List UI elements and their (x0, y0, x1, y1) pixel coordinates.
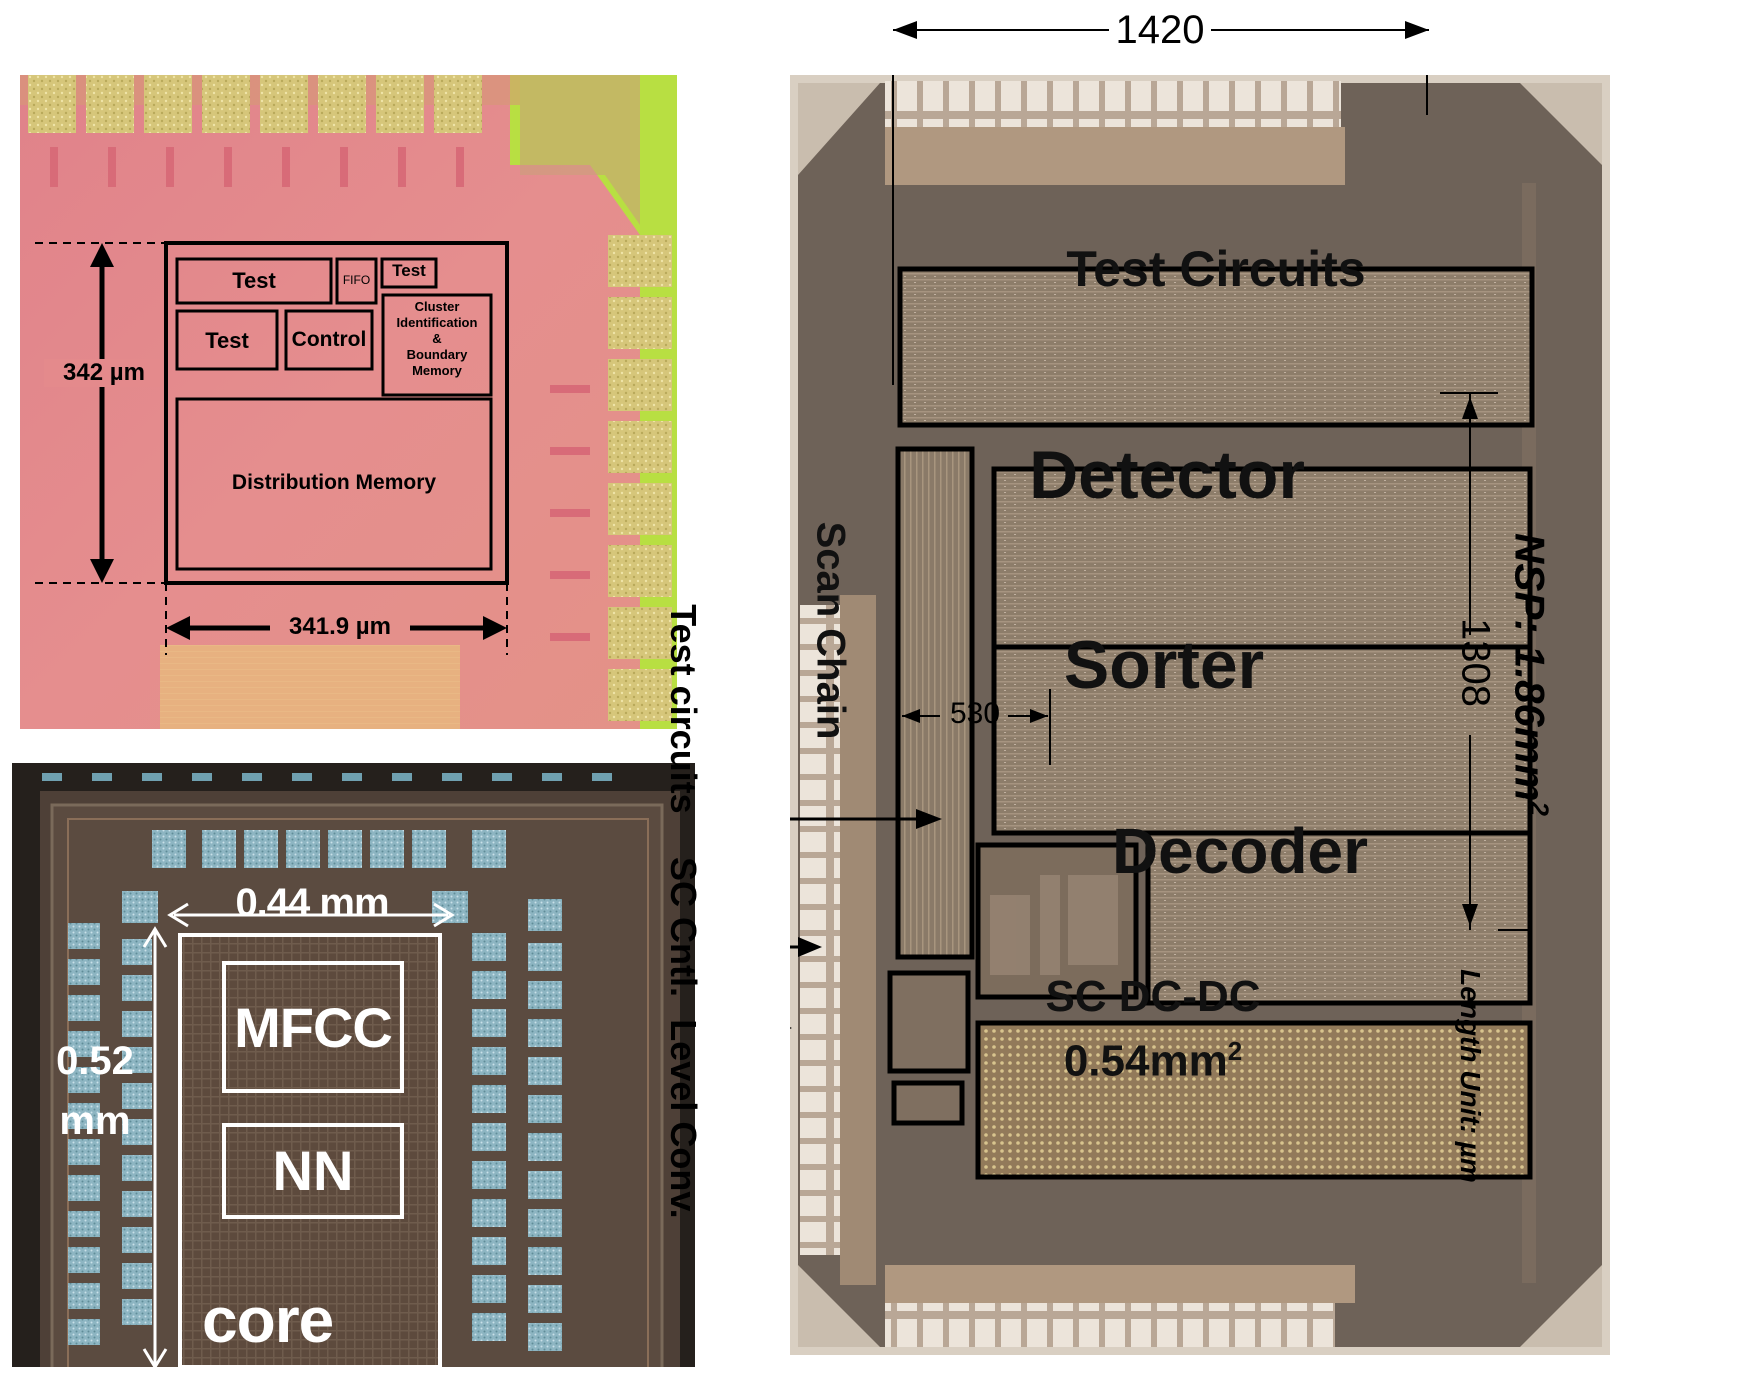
panel-a-test-block-2 (380, 257, 438, 289)
panel-c-width-dim-svg (893, 21, 1429, 39)
panel-a-test-label-3: Test (205, 328, 249, 353)
panel-c-detector-label: Detector (1029, 437, 1305, 513)
panel-b-height-value: 0.52 (56, 1039, 134, 1083)
panel-c-sc-dcdc-area: 0.54mm2 (978, 1036, 1328, 1087)
panel-c-sorter-label: Sorter (1063, 627, 1265, 703)
panel-c-side-label-level-conv: Level Conv. (663, 1019, 704, 1219)
panel-c-sc-dcdc-block (975, 1020, 1533, 1180)
panel-c-test-circuits-label: Test Circuits (1066, 241, 1366, 297)
panel-c-length-unit: Length Unit: µm (1455, 969, 1486, 1183)
panel-a-test-block-1 (175, 257, 333, 305)
panel-a-fifo-block (335, 257, 378, 305)
panel-a-die-photo (20, 75, 677, 729)
panel-c-height-dimension: 1308 (1453, 618, 1498, 707)
panel-a-top-pads (28, 75, 482, 133)
cluster-line-4: Boundary (406, 347, 468, 362)
panel-c-scan-chain-block (895, 446, 975, 960)
panel-c-decoder-block (1145, 830, 1533, 1006)
panel-c-die-photo (663, 0, 1620, 1355)
panel-c-side-label-test-circuits: Test circuits (663, 604, 704, 814)
panel-a-width-dimension: 341.9 µm (289, 613, 391, 640)
panel-c-left-pads (800, 605, 840, 1255)
panel-b-left-pads (68, 923, 152, 1345)
panel-b-nn-box (222, 1123, 404, 1219)
panel-a-test-block-3 (175, 309, 279, 371)
panel-a-cluster-block (381, 293, 493, 397)
cluster-line-2: Identification (396, 315, 478, 330)
panel-a-outer-box (164, 241, 509, 585)
cluster-line-3: & (432, 331, 442, 346)
panel-a-control-label: Control (291, 328, 367, 351)
panel-c-test-circuits-block (897, 266, 1535, 428)
panel-c-sc-dcdc-area-value: 0.54mm (1063, 1036, 1228, 1086)
cluster-line-1: Cluster (414, 299, 460, 314)
panel-c-side-label-sc-cntl: SC Cntl. (663, 857, 704, 997)
cluster-line-5: Memory (412, 363, 462, 378)
panel-a-right-pads (608, 235, 672, 721)
panel-c-width-dimension-line (893, 0, 1429, 60)
panel-b-width-dimension: 0.44 mm (235, 881, 389, 925)
panel-a-floorplan: Test FIFO Test Test Control Cluster Iden… (20, 75, 677, 729)
panel-c-sc-dcdc-area-exp: 2 (1227, 1036, 1243, 1066)
panel-a-svg (20, 75, 677, 729)
panel-a-distribution-block (175, 397, 493, 571)
panel-b-core-label: core (202, 1284, 334, 1356)
panel-c-decoder-label: Decoder (1111, 815, 1369, 887)
panel-a-control-block (284, 309, 374, 371)
panel-b-mfcc-box (222, 961, 404, 1093)
panel-c-bottom-pads (885, 1303, 1335, 1347)
panel-c-sc-dcdc-label: SC DC-DC (1045, 972, 1261, 1021)
panel-b-nn-label: NN (272, 1139, 354, 1202)
panel-b-die-photo: 0.44 mm 0.52 mm MFCC NN core (12, 763, 695, 1387)
panel-a-cluster-label: Cluster Identification & Boundary Memory (383, 299, 491, 379)
panel-b-svg (12, 763, 695, 1387)
panel-a-test-label-2: Test (392, 261, 426, 280)
panel-c-sorter-block (991, 644, 1533, 836)
panel-c-nsp-area: NSP: 1.86mm2 (1506, 525, 1555, 825)
panel-a-fifo-label: FIFO (342, 273, 371, 287)
panel-b-mfcc-label: MFCC (234, 996, 393, 1059)
panel-c-nsp-area-value: NSP: 1.86mm (1506, 533, 1554, 802)
panel-c-sc-cntl-block (887, 970, 971, 1074)
panel-a-test-label-1: Test (232, 268, 276, 293)
panel-a-height-dimension: 342 µm (44, 359, 164, 387)
panel-a-distribution-label: Distribution Memory (231, 471, 437, 494)
panel-b-height-dimension: 0.52 mm (40, 1031, 150, 1151)
panel-c-nsp-area-exp: 2 (1524, 801, 1555, 816)
panel-b-right-pads (472, 933, 562, 1351)
panel-b-top-pads (122, 830, 562, 931)
panel-c-level-conv-block (891, 1080, 965, 1126)
panel-c-width-dimension: 1420 (1115, 8, 1205, 52)
panel-c-svg (663, 0, 1620, 1355)
panel-b-height-unit: mm (59, 1099, 131, 1143)
panel-c-detector-block (991, 466, 1533, 650)
panel-c-inner-dimension: 530 (949, 697, 1001, 730)
panel-c-scan-chain-label: Scan Chain (808, 521, 853, 740)
panel-c-top-pads (885, 81, 1341, 127)
panel-a-overlay-svg (35, 241, 509, 655)
